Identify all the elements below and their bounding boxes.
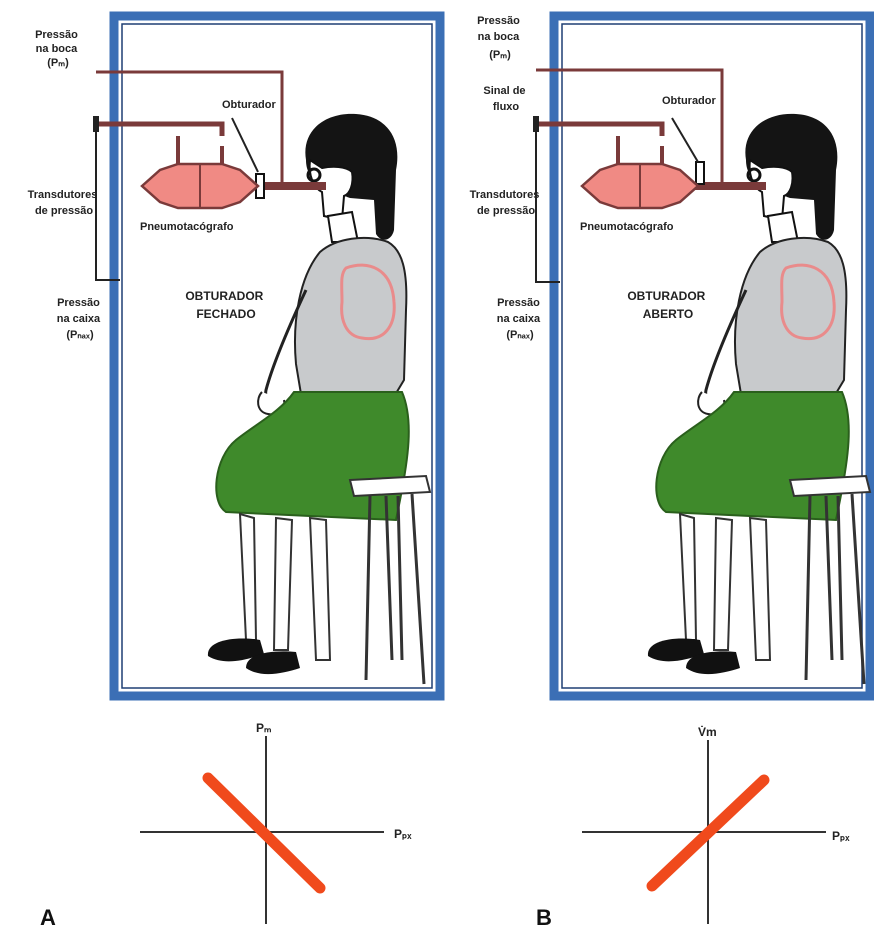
state-label-b-1: OBTURADOR	[627, 289, 705, 303]
box-pressure-label-a-2: na caixa	[57, 313, 101, 325]
transducers-label-b-1: Transdutores	[470, 189, 540, 201]
svg-text:Pressão na boca (P: Pressão na boca (Pₘ)	[477, 15, 523, 61]
graph-a-y-label: Pₘ	[256, 721, 271, 735]
flow-signal-label-b-2: fluxo	[493, 101, 520, 113]
mouth-pressure-label-a-2: na boca	[36, 43, 78, 55]
shutter-label-a: Obturador	[222, 99, 276, 111]
mouth-pressure-label-a-1: Pressão	[35, 29, 78, 41]
transducers-label-a-1: Transdutores	[28, 189, 98, 201]
panel-letter-b: B	[536, 905, 552, 930]
panel-b: Pressão na boca (Pₘ) Sinal de fluxo Obtu…	[470, 15, 870, 930]
graph-a: Pₘ Pₚₓ	[140, 721, 412, 924]
graph-b: V̇m Pₚₓ	[582, 724, 850, 924]
graph-b-x-label: Pₚₓ	[832, 829, 850, 843]
graph-b-y-label: V̇m	[698, 724, 717, 739]
mouth-pressure-label-a-3: (Pₘ)	[47, 57, 69, 69]
shutter-label-b: Obturador	[662, 95, 716, 107]
svg-text:Pressão na caixa (: Pressão na caixa (Pₙₐₓ)	[497, 297, 543, 341]
state-label-a-2: FECHADO	[196, 307, 255, 321]
svg-text:Transdutores de pressão: Transdutores de pressão	[470, 189, 543, 217]
svg-text:Pressão na boca (P: Pressão na boca (Pₘ)	[35, 29, 81, 69]
svg-text:Transdutores de pressão: Transdutores de pressão	[28, 189, 101, 217]
panel-letter-a: A	[40, 905, 56, 930]
panel-a: Pressão na boca (Pₘ) Obturador Transduto…	[28, 16, 440, 930]
transducers-label-a-2: de pressão	[35, 205, 93, 217]
transducers-label-b-2: de pressão	[477, 205, 535, 217]
flow-signal-label-b-1: Sinal de	[483, 85, 525, 97]
mouth-pressure-label-b-1: Pressão	[477, 15, 520, 27]
box-pressure-label-b-2: na caixa	[497, 313, 541, 325]
state-label-a-1: OBTURADOR	[185, 289, 263, 303]
box-pressure-label-b-3: (Pₙₐₓ)	[506, 329, 534, 341]
graph-a-x-label: Pₚₓ	[394, 827, 412, 841]
pneumotach-label-b: Pneumotacógrafo	[580, 221, 674, 233]
box-pressure-label-a-3: (Pₙₐₓ)	[66, 329, 94, 341]
mouth-pressure-label-b-3: (Pₘ)	[489, 49, 511, 61]
shutter-b	[696, 162, 704, 184]
box-pressure-label-a-1: Pressão	[57, 297, 100, 309]
pneumotach-label-a: Pneumotacógrafo	[140, 221, 234, 233]
state-label-b-2: ABERTO	[643, 307, 693, 321]
box-pressure-label-b-1: Pressão	[497, 297, 540, 309]
svg-text:Pressão na caixa (: Pressão na caixa (Pₙₐₓ)	[57, 297, 103, 341]
svg-text:Sinal de fluxo: Sinal de fluxo	[483, 85, 528, 113]
mouth-pressure-label-b-2: na boca	[478, 31, 520, 43]
